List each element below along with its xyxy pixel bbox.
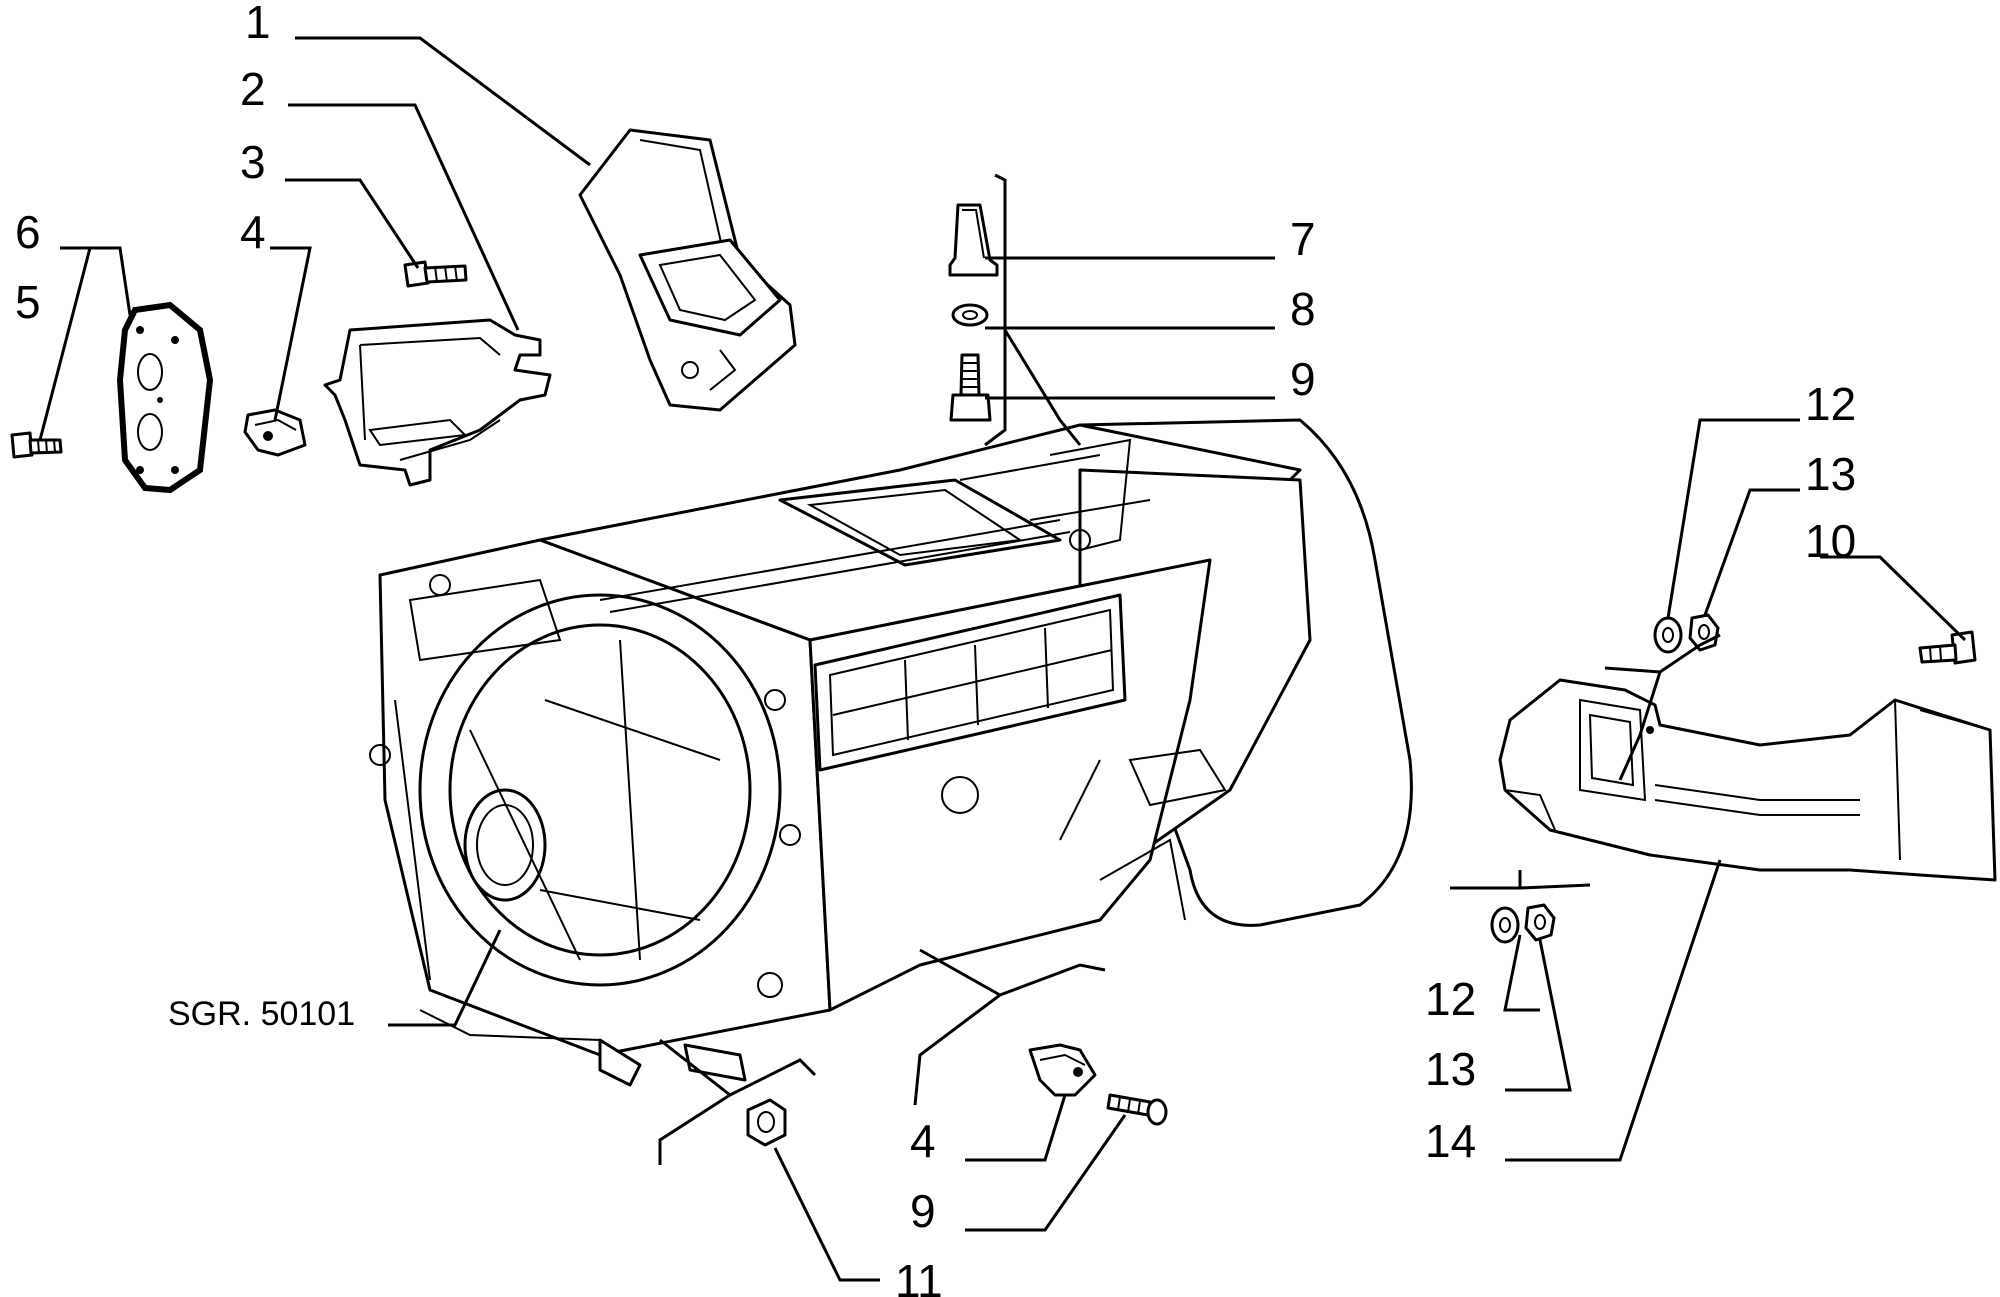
callout-labels: 1 2 3 4 6 5 7 8 9 12 13 10 12 13 14 4 9 … xyxy=(15,0,1856,1297)
callout-13-upper: 13 xyxy=(1805,448,1856,500)
nut-13-lower xyxy=(1524,903,1556,942)
cover-plate xyxy=(116,301,214,494)
washer-8 xyxy=(951,303,989,327)
callout-12-upper: 12 xyxy=(1805,378,1856,430)
reference-label: SGR. 50101 xyxy=(168,995,355,1033)
screw-10 xyxy=(1918,630,1977,665)
callout-9-lower: 9 xyxy=(910,1185,936,1237)
callout-13-lower: 13 xyxy=(1425,1043,1476,1095)
screw-9-upper xyxy=(949,353,992,422)
screw-5 xyxy=(10,431,63,459)
callout-7: 7 xyxy=(1290,213,1316,265)
callout-1: 1 xyxy=(245,0,271,48)
bracket xyxy=(323,318,552,487)
leader-lines xyxy=(38,36,1967,1282)
nut-11 xyxy=(746,1098,787,1147)
callout-3: 3 xyxy=(240,136,266,188)
clip-4-lower xyxy=(1028,1043,1097,1097)
air-duct-right xyxy=(1498,678,1997,882)
callout-4-lower: 4 xyxy=(910,1115,936,1167)
rubber-grommet-7 xyxy=(948,203,999,277)
callout-14: 14 xyxy=(1425,1115,1476,1167)
screw-3 xyxy=(403,260,468,288)
clip-4-upper xyxy=(243,408,307,457)
screw-9-lower xyxy=(1106,1093,1168,1126)
callout-11: 11 xyxy=(895,1255,943,1297)
callout-6: 6 xyxy=(15,206,41,258)
callout-8: 8 xyxy=(1290,283,1316,335)
washer-12-lower xyxy=(1490,906,1520,944)
callout-10: 10 xyxy=(1805,515,1856,567)
callout-2: 2 xyxy=(240,63,266,115)
heater-housing-assembly xyxy=(369,418,1413,1087)
callout-4-upper: 4 xyxy=(240,206,266,258)
washer-12-upper xyxy=(1653,616,1683,654)
nut-13-upper xyxy=(1688,613,1720,652)
callout-9-upper: 9 xyxy=(1290,353,1316,405)
air-duct-top xyxy=(578,128,797,412)
callout-5: 5 xyxy=(15,276,41,328)
callout-12-lower: 12 xyxy=(1425,973,1476,1025)
